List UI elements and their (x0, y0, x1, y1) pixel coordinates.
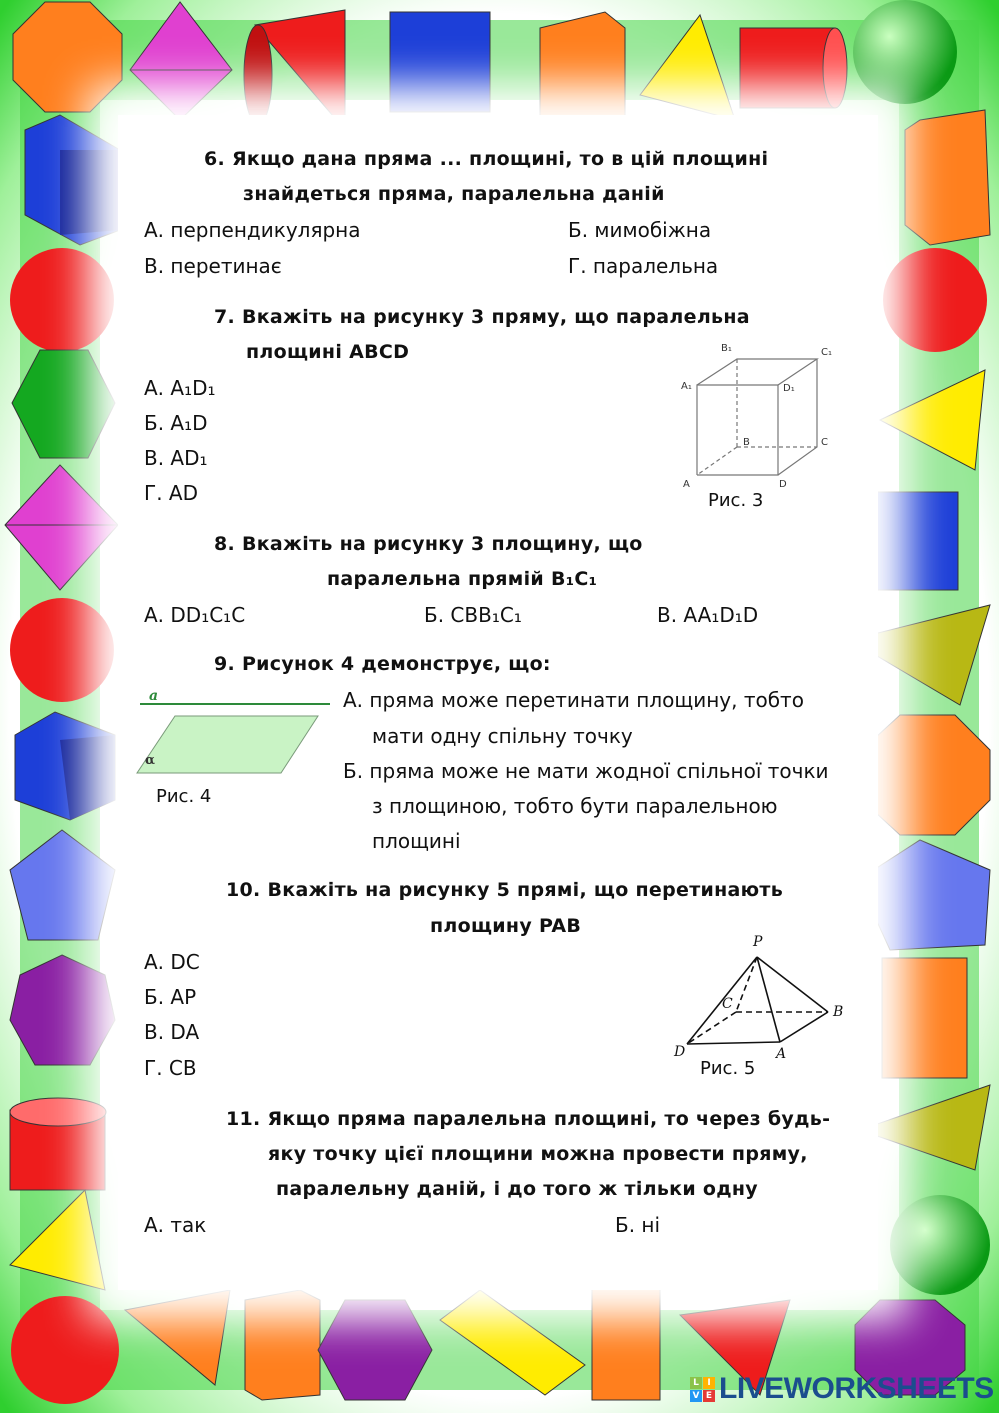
square-shape (389, 11, 491, 113)
q7-option-d[interactable]: Г. AD (144, 481, 198, 505)
pentagon-shape (9, 829, 116, 941)
label-P: P (752, 934, 763, 950)
q9-title: 9. Рисунок 4 демонструє, що: (214, 653, 551, 675)
q11-title: 11. Якщо пряма паралельна площині, то че… (226, 1108, 831, 1130)
q7-title: площині ABCD (246, 341, 410, 363)
figure-3-cube: A B C D A₁ B₁ C₁ D₁ (681, 343, 832, 490)
q8-option-b[interactable]: Б. CBB₁C₁ (424, 603, 522, 627)
q7-option-b[interactable]: Б. A₁D (144, 411, 208, 435)
triangle-shape (639, 13, 736, 121)
octagon-shape (12, 1, 123, 113)
q7-option-a[interactable]: А. A₁D₁ (144, 376, 216, 400)
prism-shape (244, 1289, 321, 1401)
worksheet-area (118, 115, 878, 1290)
octahedron-shape (4, 464, 119, 591)
triangle-shape (878, 369, 986, 471)
badge-letter: E (703, 1389, 715, 1402)
q8-title: паралельна прямій B₁C₁ (327, 568, 598, 590)
cone-shape (123, 1289, 231, 1386)
q9-option-a-cont: мати одну спільну точку (372, 724, 633, 748)
q9-option-b-cont: площині (372, 829, 461, 853)
q11-title: яку точку цієї площини можна провести пр… (268, 1143, 808, 1165)
cone-shape (254, 9, 346, 132)
label-D: D (779, 479, 787, 490)
q10-option-a[interactable]: А. DC (144, 950, 200, 974)
circle-shape (10, 598, 114, 702)
rectangle-shape (881, 957, 968, 1079)
figure-4-line-and-plane: a α (136, 688, 330, 774)
q6-title: знайдеться пряма, паралельна даній (243, 183, 665, 205)
q10-option-b[interactable]: Б. AP (144, 985, 197, 1009)
liveworksheets-logo: L I V E LIVEWORKSHEETS (690, 1372, 994, 1406)
label-D1: D₁ (783, 383, 795, 394)
q10-title: 10. Вкажіть на рисунку 5 прямі, що перет… (226, 879, 784, 901)
line-label: a (149, 688, 158, 704)
cylinder-shape (739, 27, 836, 109)
q8-option-c[interactable]: В. AA₁D₁D (657, 603, 759, 627)
q11-option-b[interactable]: Б. ні (615, 1213, 661, 1237)
q10-option-c[interactable]: В. DA (144, 1020, 200, 1044)
hexagon-shape (11, 349, 116, 459)
q6-option-d[interactable]: Г. паралельна (568, 254, 719, 278)
prism-shape (439, 1289, 586, 1396)
q10-title: площину PAB (430, 915, 582, 937)
label-A: A (774, 1046, 786, 1060)
badge-letter: I (703, 1376, 715, 1389)
rectangle-shape (591, 1287, 661, 1401)
q6-option-a[interactable]: А. перпендикулярна (144, 218, 361, 242)
badge-letter: V (690, 1389, 702, 1402)
figure-4-caption: Рис. 4 (156, 786, 212, 807)
hexagon-shape (317, 1299, 433, 1401)
octagon-shape (854, 1299, 966, 1396)
sphere-shape (853, 0, 957, 104)
label-A1: A₁ (681, 381, 692, 392)
q8-option-a[interactable]: А. DD₁C₁C (144, 603, 246, 627)
logo-text: LIVEWORKSHEETS (719, 1372, 994, 1405)
label-D: D (673, 1044, 685, 1060)
q6-option-b[interactable]: Б. мимобіжна (568, 218, 712, 242)
q6-option-c[interactable]: В. перетинає (144, 254, 282, 278)
label-B: B (832, 1004, 843, 1020)
q8-title: 8. Вкажіть на рисунку 3 площину, що (214, 533, 643, 555)
sphere-shape (890, 1195, 990, 1295)
figure-3-caption: Рис. 3 (708, 490, 764, 511)
cone-shape (678, 1299, 791, 1396)
triangle-shape (9, 1188, 106, 1291)
pyramid-shape (848, 604, 991, 706)
figure-5-caption: Рис. 5 (700, 1058, 756, 1079)
octagon-shape (861, 714, 991, 836)
q9-option-b[interactable]: Б. пряма може не мати жодної спільної то… (343, 759, 829, 783)
heptagon-shape (9, 954, 116, 1066)
figure-5-pyramid: P A B C D (673, 934, 843, 1060)
plane-label: α (145, 753, 155, 768)
circle-shape (883, 248, 987, 352)
label-A: A (683, 479, 690, 490)
q7-title: 7. Вкажіть на рисунку 3 пряму, що парале… (214, 306, 750, 328)
label-B: B (743, 437, 750, 448)
prism-shape (904, 109, 991, 246)
logo-badge: L I V E (690, 1376, 715, 1402)
q7-option-c[interactable]: В. AD₁ (144, 446, 208, 470)
label-B1: B₁ (721, 343, 732, 354)
q11-option-a[interactable]: А. так (144, 1213, 207, 1237)
q9-option-b-cont: з площиною, тобто бути паралельною (372, 794, 778, 818)
label-C1: C₁ (821, 347, 832, 358)
q10-option-d[interactable]: Г. CB (144, 1056, 197, 1080)
circle-shape (10, 248, 114, 352)
label-C: C (722, 996, 733, 1012)
q6-title: 6. Якщо дана пряма ... площині, то в цій… (204, 148, 769, 170)
label-C: C (821, 437, 828, 448)
circle-shape (11, 1296, 119, 1404)
q9-option-a[interactable]: А. пряма може перетинати площину, тобто (343, 688, 804, 712)
q11-title: паралельну даній, і до того ж тільки одн… (276, 1178, 758, 1200)
badge-letter: L (690, 1376, 702, 1389)
pyramid-shape (858, 1084, 991, 1171)
